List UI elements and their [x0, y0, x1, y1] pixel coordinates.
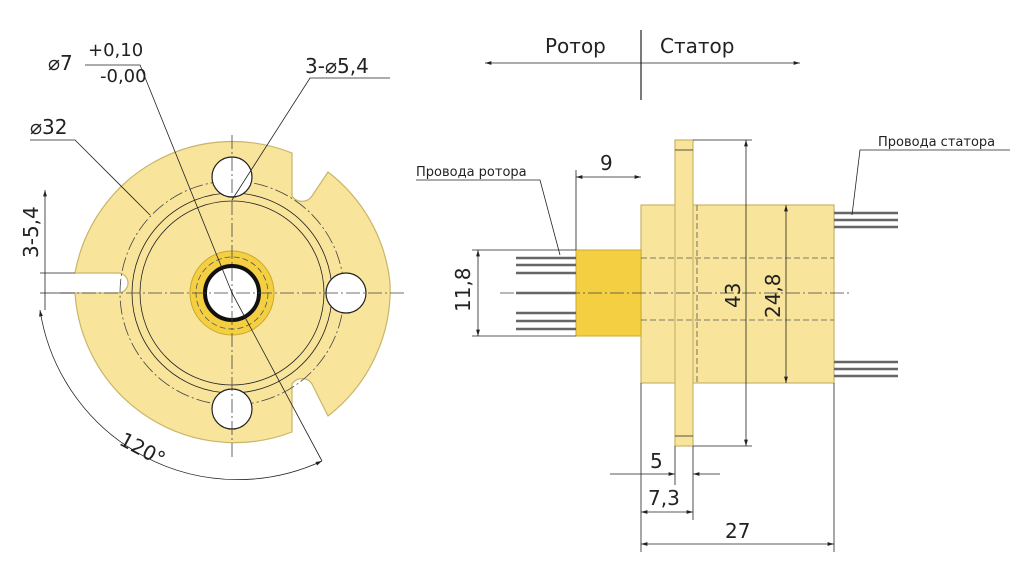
dim-9-label: 9	[600, 151, 613, 175]
dim-43-label: 43	[721, 283, 745, 308]
outer-leader	[30, 139, 151, 216]
stator-wires	[834, 211, 898, 378]
holes-leader	[231, 77, 390, 201]
stator-wires-label: Провода статора	[878, 135, 995, 150]
stator-housing	[640, 204, 835, 384]
dim-27-label: 27	[725, 519, 750, 543]
angle-label: 120°	[116, 427, 170, 471]
rotor-wires	[516, 256, 576, 331]
dim-11-8-label: 11,8	[451, 267, 475, 312]
outer-dia-label: ⌀32	[30, 115, 68, 139]
bore-dia-label: ⌀7	[48, 51, 73, 75]
slots-label: 3-5,4	[19, 206, 43, 258]
rotor-wires-label: Провода ротора	[416, 165, 527, 180]
holes-label: 3-⌀5,4	[305, 54, 369, 78]
side-view: Ротор Статор	[416, 30, 1010, 552]
front-view: ⌀7 +0,10 -0,00 ⌀32 3-⌀5,4 3-5,4 120°	[19, 40, 405, 480]
angle-arc	[39, 309, 323, 480]
dim-5-label: 5	[650, 449, 663, 473]
bore-leader	[85, 64, 233, 294]
rotor	[575, 249, 642, 337]
header-stator: Статор	[660, 34, 734, 58]
bore-tol-lower: -0,00	[100, 66, 147, 87]
header-rotor: Ротор	[545, 34, 606, 58]
rotor-wires-leader	[416, 179, 561, 256]
dim-24-8-label: 24,8	[761, 273, 785, 318]
stator-wires-leader	[851, 149, 1010, 216]
bore-tol-upper: +0,10	[88, 40, 143, 61]
dim-7-3-label: 7,3	[648, 486, 680, 510]
